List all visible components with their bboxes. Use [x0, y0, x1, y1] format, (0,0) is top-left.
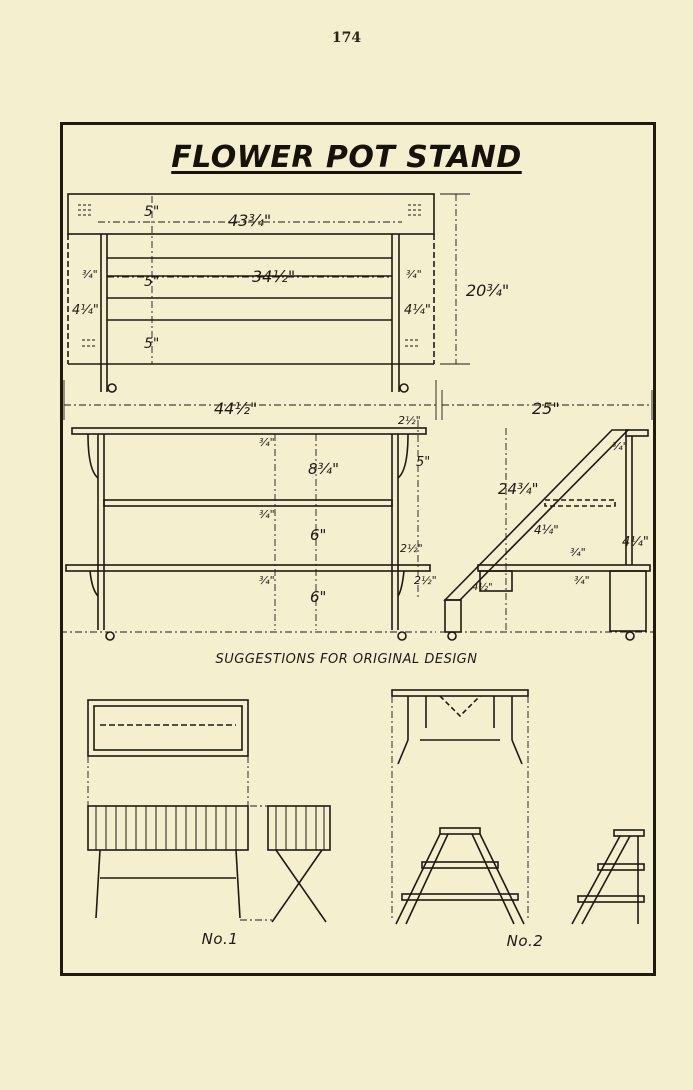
dim-side-width: 25" — [532, 399, 560, 418]
side-back-leg — [609, 570, 647, 632]
front-middle-shelf — [103, 499, 393, 507]
dim-shelf-spacing: 6" — [310, 526, 326, 544]
no2-side-top — [613, 829, 645, 837]
dim-leg: 2½" — [400, 542, 423, 555]
caption-no2: No.2 — [506, 932, 544, 950]
dim-board-height: 5" — [144, 204, 159, 220]
dim-side-top: ¾" — [574, 574, 590, 587]
dim-bracket: 5" — [416, 455, 430, 470]
dim-top-width: 43¾" — [228, 211, 271, 230]
front-bracket-right — [397, 433, 409, 479]
caption-no1: No.1 — [201, 930, 239, 948]
front-bracket-left — [87, 433, 99, 479]
dim-post: ¾" — [406, 268, 422, 281]
front-top-shelf — [71, 427, 427, 435]
side-bottom-shelf — [477, 564, 651, 572]
no1-plan — [87, 699, 249, 757]
page-number: 174 — [331, 30, 362, 46]
dim-overhang: 2½" — [398, 414, 421, 427]
side-front-foot — [444, 599, 462, 633]
no2-top-view-board — [391, 689, 529, 697]
side-top-shelf — [625, 429, 649, 437]
back-top-board — [67, 193, 435, 235]
dim-side-board: 4¼" — [622, 535, 649, 550]
no1-front-box — [87, 805, 249, 851]
dim-margin: 4¼" — [404, 303, 431, 318]
dim-shelf-thickness: ¾" — [259, 508, 275, 521]
caster-icon — [107, 383, 117, 393]
side-elevation — [443, 429, 651, 641]
dim-margin: 4¼" — [72, 303, 99, 318]
front-elevation — [65, 427, 431, 641]
side-stringer — [443, 429, 630, 601]
dim-side-stringer: 4¼" — [534, 523, 559, 537]
dim-side-post: ¾" — [612, 440, 628, 453]
no1-side-box — [267, 805, 331, 851]
dim-shelf-thickness: ¾" — [259, 436, 275, 449]
dim-side-bottom: ¾" — [570, 546, 586, 559]
back-elevation — [67, 193, 435, 393]
dim-shelf-spacing: 8¾" — [308, 460, 339, 478]
caster-icon — [447, 631, 457, 641]
caster-icon — [397, 631, 407, 641]
drawing-title: FLOWER POT STAND — [171, 140, 522, 175]
dim-inner-width: 34½" — [252, 267, 295, 286]
design-no1 — [87, 699, 331, 923]
caster-icon — [105, 631, 115, 641]
dim-shelf-spacing: 6" — [310, 588, 326, 606]
dim-side-foot: 4½" — [472, 581, 493, 593]
drawing-frame — [60, 122, 656, 976]
no2-front-top — [439, 827, 481, 835]
design-no2 — [391, 689, 645, 925]
front-bottom-shelf — [65, 564, 431, 572]
dim-shelf-thickness: ¾" — [259, 574, 275, 587]
dim-front-width: 44½" — [214, 399, 257, 418]
caster-icon — [399, 383, 409, 393]
dim-board-height: 5" — [144, 274, 159, 290]
caption-suggestions: SUGGESTIONS FOR ORIGINAL DESIGN — [215, 652, 478, 667]
dim-post: ¾" — [82, 268, 98, 281]
dim-back-height: 20¾" — [466, 281, 509, 300]
dim-side-height: 24¾" — [498, 480, 539, 498]
dim-board-height: 5" — [144, 336, 159, 352]
caster-icon — [625, 631, 635, 641]
dim-leg: 2½" — [414, 574, 437, 587]
